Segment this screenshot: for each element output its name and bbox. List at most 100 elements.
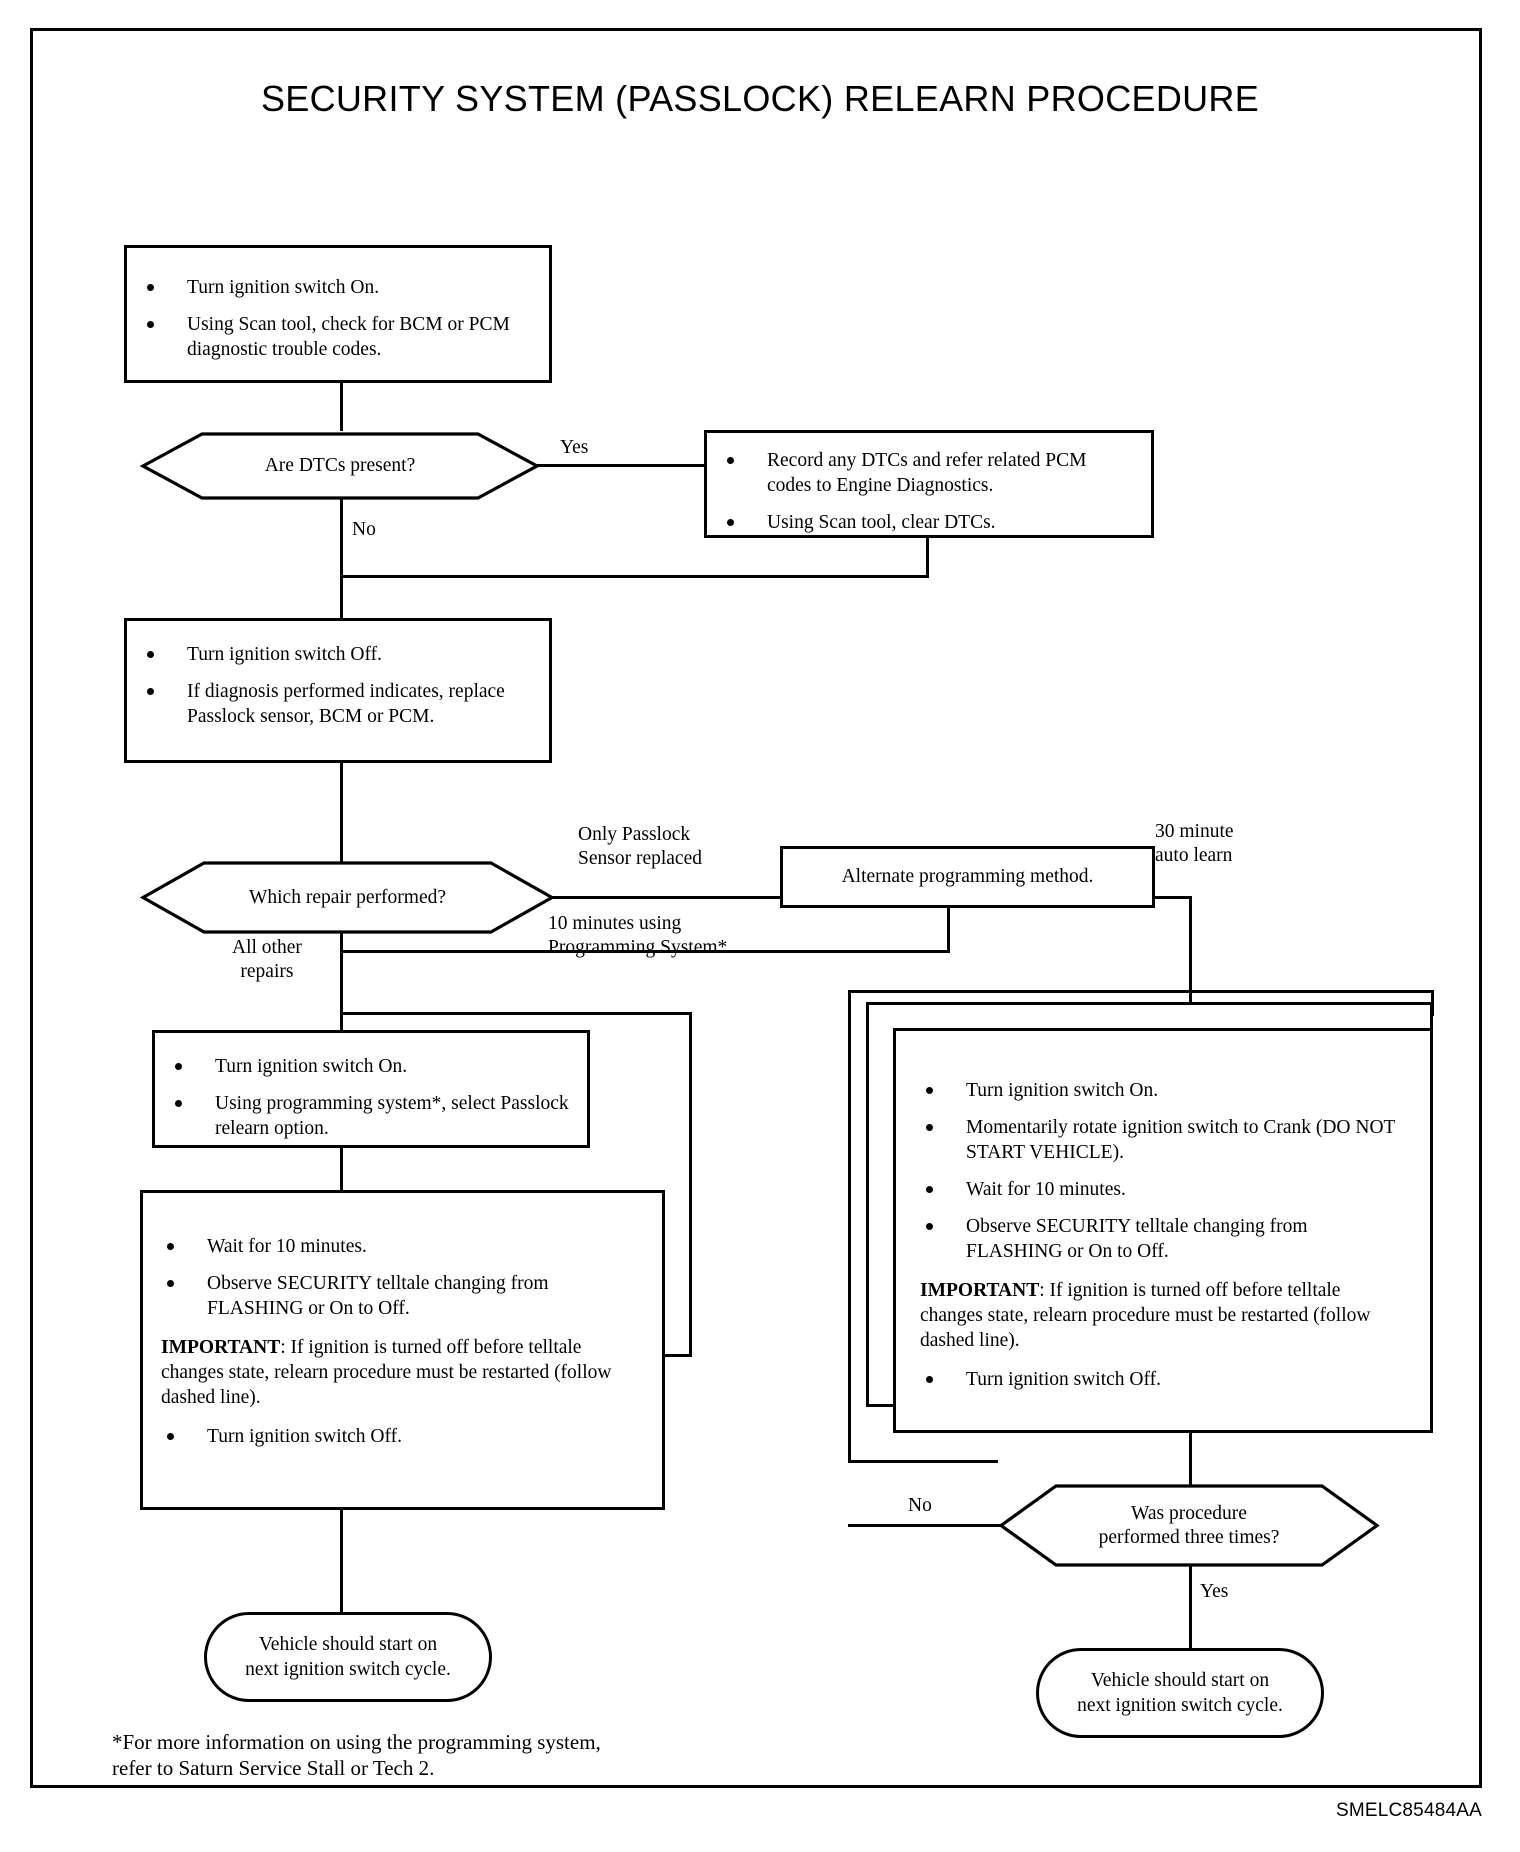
list-item: Record any DTCs and refer related PCM co… <box>721 449 1135 499</box>
bullet-icon <box>727 519 734 527</box>
hexagon-shape <box>140 432 540 500</box>
process-box-record-dtcs: Record any DTCs and refer related PCM co… <box>704 430 1154 538</box>
bullet-icon <box>167 1432 174 1440</box>
bullet-icon <box>175 1063 182 1071</box>
connector-restart-top-outer <box>848 990 1434 993</box>
edge-label-no-three-times: No <box>908 1495 932 1516</box>
edge-label-auto-learn: 30 minute auto learn <box>1155 821 1234 867</box>
record-bullet-list: Record any DTCs and refer related PCM co… <box>721 449 1135 536</box>
page-title: SECURITY SYSTEM (PASSLOCK) RELEARN PROCE… <box>260 78 1260 119</box>
bullet-icon <box>926 1375 933 1383</box>
connector-turnoff-to-repair <box>340 763 343 863</box>
bullet-icon <box>727 457 734 465</box>
list-item: Momentarily rotate ignition switch to Cr… <box>920 1116 1404 1166</box>
decision-performed-three-times: Was procedure performed three times? <box>998 1483 1380 1568</box>
process-box-auto-learn: Turn ignition switch On. Momentarily rot… <box>893 1028 1433 1433</box>
important-label: IMPORTANT <box>920 1279 1040 1301</box>
list-item: If diagnosis performed indicates, replac… <box>141 680 533 730</box>
connector-record-down <box>926 538 929 578</box>
important-text: : If ignition is turned off before tellt… <box>920 1279 1371 1351</box>
bullet-icon <box>147 651 154 659</box>
connector-alternate-right <box>1152 896 1192 899</box>
important-label: IMPORTANT <box>161 1336 281 1358</box>
decision-label: Was procedure performed three times? <box>1098 1502 1280 1548</box>
bullet-icon <box>147 688 154 696</box>
list-item: Turn ignition switch Off. <box>141 643 533 668</box>
auto-learn-important-note: IMPORTANT: If ignition is turned off bef… <box>920 1279 1404 1354</box>
list-item: Turn ignition switch Off. <box>161 1425 640 1450</box>
connector-dtcs-yes <box>537 464 704 467</box>
bullet-icon <box>926 1223 933 1230</box>
hexagon-shape <box>998 1484 1380 1567</box>
bullet-icon <box>926 1087 933 1095</box>
process-box-turn-off: Turn ignition switch Off. If diagnosis p… <box>124 618 552 763</box>
start-bullet-list: Turn ignition switch On. Using Scan tool… <box>141 276 531 363</box>
auto-learn-tail-bullet-list: Turn ignition switch Off. <box>920 1368 1404 1393</box>
edge-label-yes-dtcs: Yes <box>560 437 589 458</box>
footnote: *For more information on using the progr… <box>112 1730 601 1780</box>
decision-are-dtcs-present: Are DTCs present? <box>140 431 540 501</box>
connector-three-times-no <box>848 1524 1000 1527</box>
connector-repair-to-alternate <box>550 896 780 899</box>
bullet-icon <box>167 1280 174 1288</box>
connector-left-restart-top <box>340 1012 692 1015</box>
bullet-icon <box>167 1243 174 1251</box>
list-item: Using programming system*, select Passlo… <box>169 1092 571 1142</box>
decision-label: Are DTCs present? <box>264 455 416 477</box>
connector-alternate-down <box>947 908 950 953</box>
connector-dtcs-no <box>340 498 343 578</box>
prog-wait-important-note: IMPORTANT: If ignition is turned off bef… <box>161 1336 640 1411</box>
connector-restart-left-outer <box>848 990 851 1463</box>
bullet-icon <box>926 1124 933 1132</box>
connector-restart-bottom-outer <box>848 1460 998 1463</box>
list-item: Wait for 10 minutes. <box>920 1178 1404 1203</box>
terminator-left-vehicle-start: Vehicle should start on next ignition sw… <box>204 1612 492 1702</box>
process-box-alternate-method: Alternate programming method. <box>780 846 1155 908</box>
edge-label-only-passlock: Only Passlock Sensor replaced <box>578 824 702 870</box>
list-item: Turn ignition switch On. <box>169 1055 571 1080</box>
connector-left-restart-rail <box>689 1012 692 1357</box>
turnoff-bullet-list: Turn ignition switch Off. If diagnosis p… <box>141 643 533 730</box>
reference-code: SMELC85484AA <box>1335 1800 1482 1821</box>
important-text: : If ignition is turned off before tellt… <box>161 1336 612 1408</box>
edge-label-all-other-repairs: All other repairs <box>232 937 302 983</box>
decision-which-repair: Which repair performed? <box>140 860 555 935</box>
list-item: Observe SECURITY telltale changing from … <box>161 1272 640 1322</box>
connector-start-to-dtcs <box>340 383 343 431</box>
list-item: Using Scan tool, check for BCM or PCM di… <box>141 313 531 363</box>
bullet-icon <box>926 1186 933 1194</box>
connector-progwait-to-terminator <box>340 1510 343 1615</box>
prog-wait-tail-bullet-list: Turn ignition switch Off. <box>161 1425 640 1450</box>
connector-three-times-yes <box>1189 1566 1192 1651</box>
auto-learn-bullet-list: Turn ignition switch On. Momentarily rot… <box>920 1079 1404 1265</box>
edge-label-no-dtcs: No <box>352 519 376 540</box>
list-item: Turn ignition switch Off. <box>920 1368 1404 1393</box>
bullet-icon <box>175 1100 182 1108</box>
connector-repair-all-other <box>340 932 343 1052</box>
edge-label-yes-three-times: Yes <box>1200 1581 1229 1602</box>
page-border <box>30 28 1482 1788</box>
list-item: Observe SECURITY telltale changing from … <box>920 1215 1404 1265</box>
bullet-icon <box>147 284 154 292</box>
list-item: Turn ignition switch On. <box>920 1079 1404 1104</box>
process-box-start: Turn ignition switch On. Using Scan tool… <box>124 245 552 383</box>
bullet-icon <box>147 321 154 329</box>
connector-alternate-to-left <box>340 950 950 953</box>
list-item: Using Scan tool, clear DTCs. <box>721 511 1135 536</box>
connector-record-left <box>340 575 929 578</box>
list-item: Turn ignition switch On. <box>141 276 531 301</box>
decision-label: Which repair performed? <box>248 886 447 908</box>
prog-wait-bullet-list: Wait for 10 minutes. Observe SECURITY te… <box>161 1235 640 1322</box>
connector-autolearn-to-decision <box>1189 1433 1192 1485</box>
prog-select-bullet-list: Turn ignition switch On. Using programmi… <box>169 1055 571 1142</box>
process-box-prog-select: Turn ignition switch On. Using programmi… <box>152 1030 590 1148</box>
process-box-prog-wait: Wait for 10 minutes. Observe SECURITY te… <box>140 1190 665 1510</box>
edge-label-ten-minutes: 10 minutes using Programming System* <box>548 913 728 959</box>
connector-auto-learn-down <box>1189 896 1192 1016</box>
terminator-right-vehicle-start: Vehicle should start on next ignition sw… <box>1036 1648 1324 1738</box>
alternate-method-label: Alternate programming method. <box>841 866 1094 887</box>
list-item: Wait for 10 minutes. <box>161 1235 640 1260</box>
hexagon-shape <box>140 861 555 934</box>
connector-progselect-to-progwait <box>340 1148 343 1193</box>
